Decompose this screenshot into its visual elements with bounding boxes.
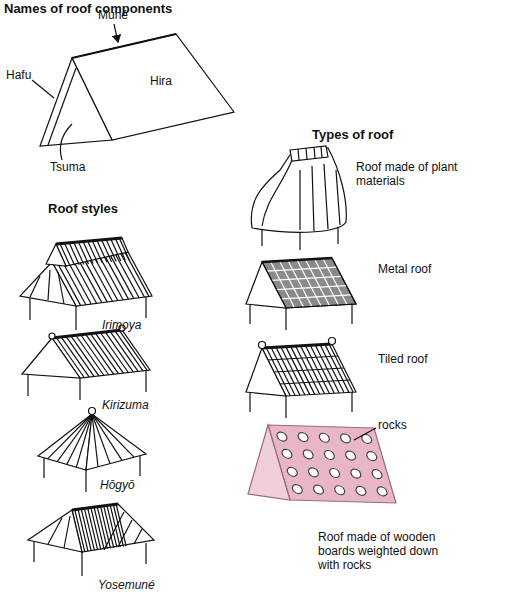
roof-style-name: Hōgyō: [100, 478, 135, 492]
roof-type-caption: Metal roof: [378, 262, 431, 276]
metal-roof: [246, 258, 356, 330]
part-name: Hira: [150, 74, 172, 88]
part-name: Tsuma: [50, 160, 85, 174]
roof-style-name: Irimoya: [102, 318, 141, 332]
thatched-roof: [251, 146, 346, 250]
roof-type-caption: Tiled roof: [378, 352, 428, 366]
section-heading: Roof styles: [48, 202, 118, 216]
roof-style-name: Kirizuma: [102, 398, 149, 412]
roof-type-caption: Roof made of plant materials: [356, 160, 468, 188]
irimoya-roof: [20, 238, 152, 330]
part-name: Muné: [98, 8, 128, 22]
tiled-roof: [246, 338, 356, 419]
roof-style-name: Yosemuné: [98, 578, 155, 592]
section-heading: Names of roof components: [4, 2, 172, 16]
kirizuma-roof: [22, 325, 150, 400]
component-roof: [32, 24, 234, 160]
board-roof: [248, 425, 396, 503]
roof-type-caption: Roof made of wooden boards weighted down…: [318, 530, 452, 572]
part-name: Hafu: [6, 68, 31, 82]
callout-label: rocks: [378, 418, 407, 432]
yosemune-roof: [28, 504, 154, 576]
section-heading: Types of roof: [312, 128, 393, 142]
hogyo-roof: [38, 408, 146, 493]
